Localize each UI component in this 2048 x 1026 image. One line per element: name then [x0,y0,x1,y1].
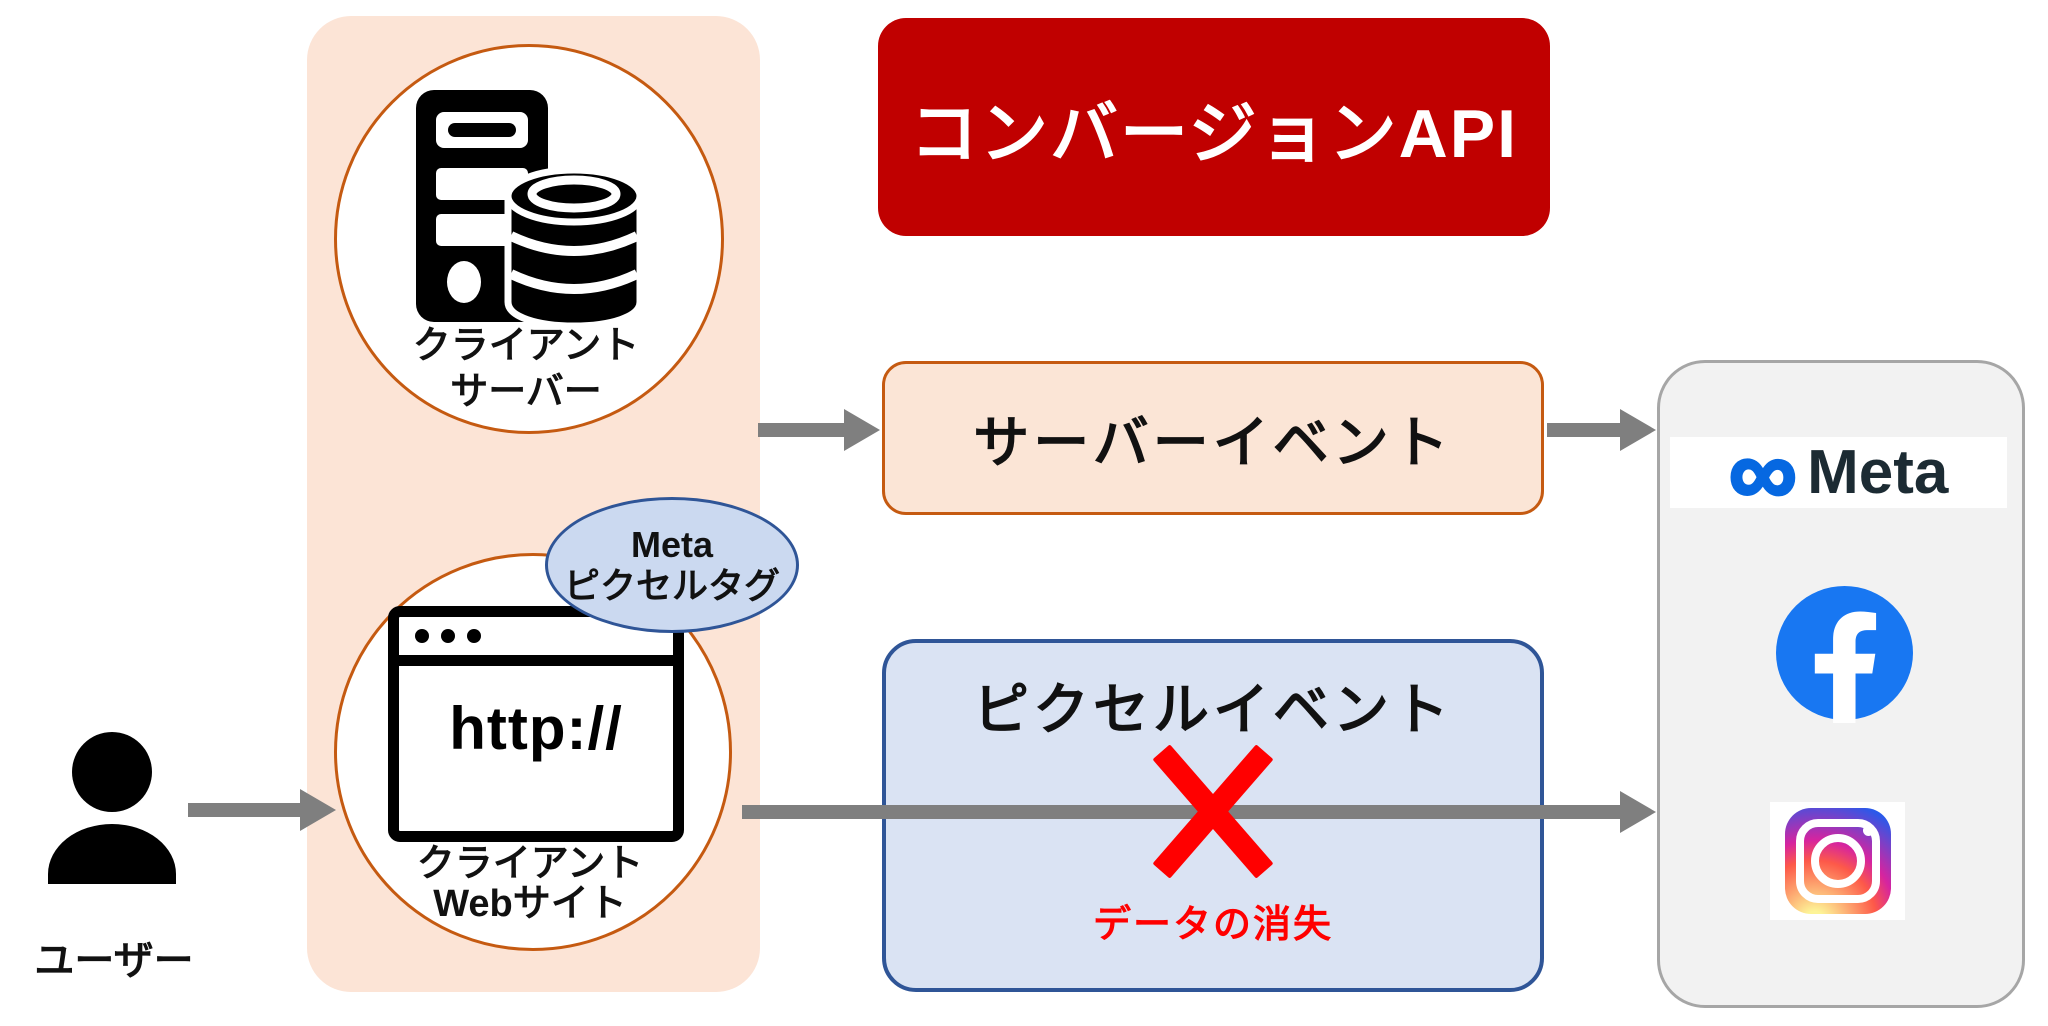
conversion-api-title: コンバージョンAPI [910,95,1518,172]
client-website-label-line1: クライアント [416,843,644,885]
instagram-icon [1770,802,1905,920]
pixel-event-label: ピクセルイベント [973,678,1453,741]
instagram-glyph [1784,808,1891,914]
user-label: ユーザー [34,939,194,983]
pixel-tag-label-line2: ピクセルタグ [563,565,780,606]
meta-wordmark: Meta [1807,438,1949,507]
meta-pixel-tag-bubble: Meta ピクセルタグ [545,497,799,633]
browser-dot-icon [467,629,481,643]
client-website-label-line2: Webサイト [433,883,627,925]
facebook-icon [1776,586,1913,723]
browser-dot-icon [415,629,429,643]
arrow-server-to-serverevent-shaft [758,423,846,437]
browser-dot-icon [441,629,455,643]
server-event-box: サーバーイベント [882,361,1544,515]
data-loss-label: データの消失 [1092,904,1333,946]
arrow-server-to-serverevent-head [844,409,880,451]
arrow-website-to-meta-shaft [742,805,1622,819]
meta-logo: ∞ Meta [1670,423,2007,522]
browser-titlebar [399,617,673,666]
server-event-label: サーバーイベント [973,410,1453,474]
pixel-tag-label-line1: Meta [630,523,714,565]
user-icon [48,732,176,884]
client-server-label-line1: クライアント [412,325,640,367]
browser-window-icon: http:// [388,606,684,842]
browser-url-text: http:// [449,695,623,762]
conversion-api-title-box: コンバージョンAPI [878,18,1550,236]
arrow-user-to-website-shaft [188,803,302,817]
arrow-serverevent-to-meta-shaft [1547,423,1622,437]
arrow-serverevent-to-meta-head [1620,409,1656,451]
client-server-label-line2: サーバー [450,371,602,413]
server-database-icon [416,90,644,330]
arrow-website-to-meta-head [1620,791,1656,833]
arrow-user-to-website-head [300,789,336,831]
data-loss-x-icon [1152,744,1274,879]
